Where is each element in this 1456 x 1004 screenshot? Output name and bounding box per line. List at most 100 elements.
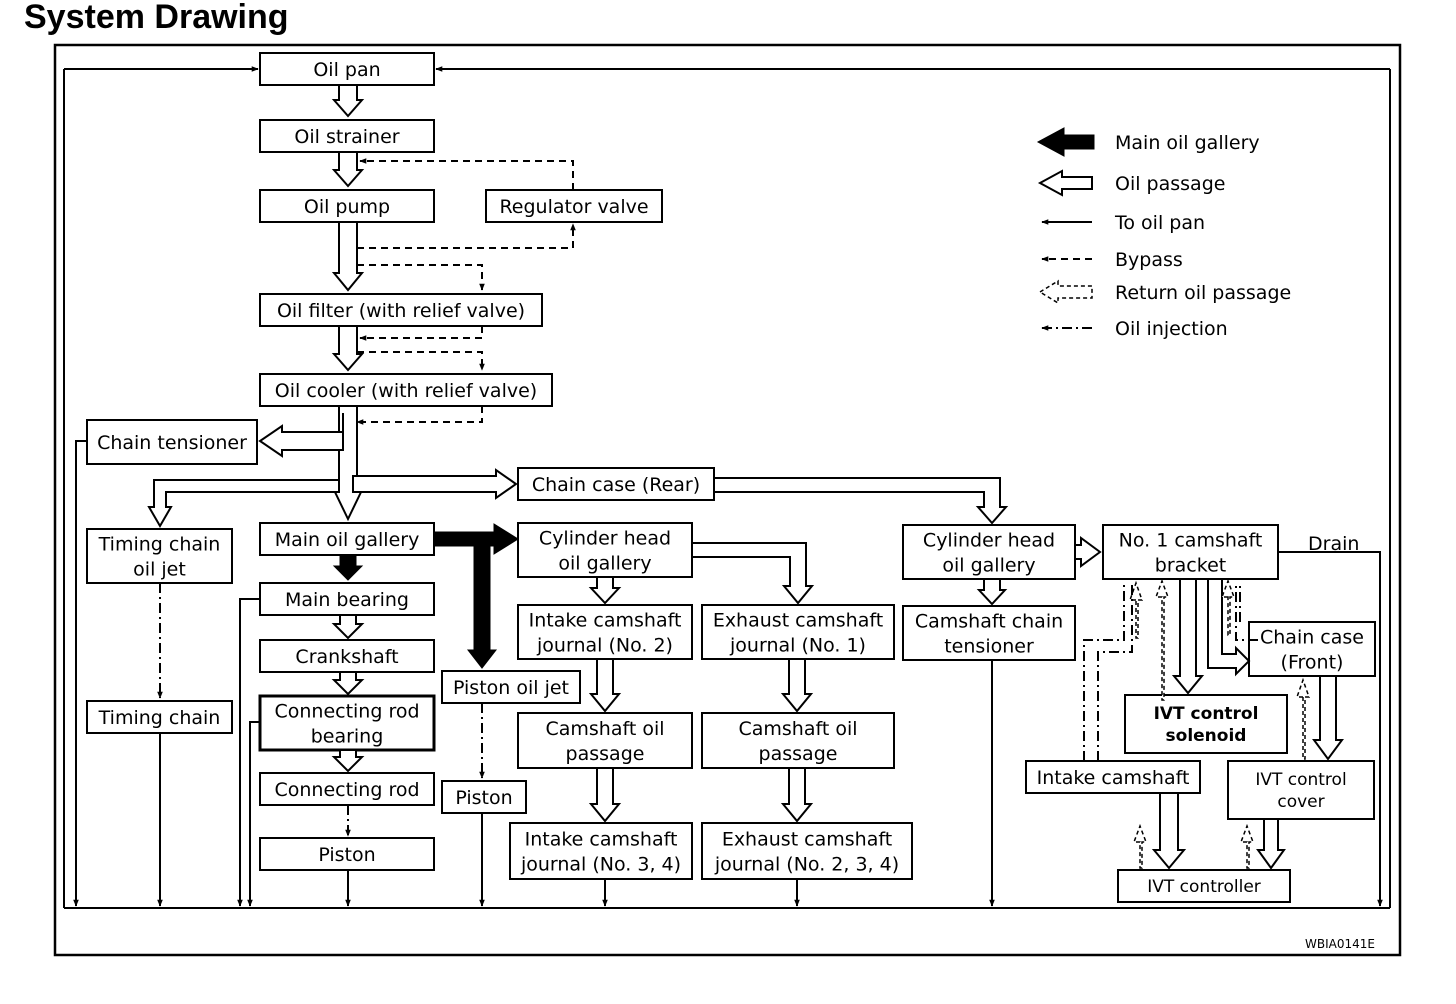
legend-label-to-oil-pan: To oil pan [1114,212,1205,234]
box-label: Exhaust camshaft [713,610,883,632]
outer-frame [53,43,1402,957]
box-label: IVT control [1255,770,1346,790]
chain-tensioner-box: Chain tensioner [86,419,258,465]
ivt-controller-box: IVT controller [1117,869,1291,903]
oil-filter-box: Oil filter (with relief valve) [259,293,543,327]
box-label: Oil filter (with relief valve) [277,300,525,322]
box-label: Oil strainer [294,126,399,148]
legend-label-bypass: Bypass [1115,249,1183,271]
box-label: Cylinder head [923,530,1055,552]
box-label: Timing chain [98,707,221,729]
flow-arrows [147,84,1344,870]
box-label: Chain case (Rear) [532,474,700,496]
box-label: journal (No. 2) [536,634,673,656]
box-label: Camshaft chain [915,611,1063,633]
box-label: Intake camshaft [525,829,678,851]
legend-label-oil-injection: Oil injection [1115,318,1228,340]
to-oil-pan-lines [73,440,1383,907]
oil-pump-box: Oil pump [259,189,435,223]
bypass-lines [157,158,576,779]
box-label: Regulator valve [499,196,648,218]
box-label: tensioner [944,635,1034,657]
crankshaft-box: Crankshaft [259,639,435,673]
piston-lower-box: Piston [259,837,435,871]
box-label: Piston [455,787,512,809]
box-label: oil gallery [558,552,651,574]
return-passage-arrows [1083,578,1311,869]
oil-pan-box: Oil pan [259,52,435,86]
box-label: Exhaust camshaft [722,829,892,851]
box-label: IVT controller [1147,877,1261,897]
box-label: journal (No. 1) [729,634,866,656]
piston-oil-jet-box: Piston oil jet [441,670,581,704]
legend-label-oil-passage: Oil passage [1115,173,1225,195]
box-label: Oil pan [313,59,380,81]
box-label: Main bearing [285,589,409,611]
connecting-rod-box: Connecting rod [259,772,435,806]
box-label: bracket [1155,554,1226,576]
box-label: Camshaft oil [738,718,857,740]
oil-cooler-box: Oil cooler (with relief valve) [259,373,553,407]
box-label: oil gallery [942,554,1035,576]
hollow-arrow-icon [1037,169,1093,197]
page-title: System Drawing [24,0,289,36]
box-label: Cylinder head [539,528,671,550]
box-label: Chain case [1260,627,1364,649]
box-label: IVT control [1154,704,1259,724]
box-label: solenoid [1166,726,1247,746]
box-label: Piston [318,844,375,866]
box-label: No. 1 camshaft [1119,530,1263,552]
box-label: Connecting rod [274,779,419,801]
drain-label: Drain [1308,533,1359,555]
piston-mid-box: Piston [441,780,527,814]
box-label: Crankshaft [295,646,398,668]
box-label: journal (No. 2, 3, 4) [714,853,899,875]
chain-case-rear-box: Chain case (Rear) [517,467,715,501]
box-label: Intake camshaft [1037,767,1190,789]
solid-arrow-icon [1036,127,1095,157]
box-label: bearing [311,725,384,747]
box-label: Connecting rod [274,701,419,723]
camshaft-oil-passage-2-box: Camshaft oil passage [701,712,895,769]
timing-chain-box: Timing chain [86,700,233,734]
oil-strainer-box: Oil strainer [259,119,435,153]
return-lines [63,66,1391,909]
box-label: journal (No. 3, 4) [520,853,681,875]
legend-label-return-oil-passage: Return oil passage [1115,282,1291,304]
box-label: Piston oil jet [453,677,569,699]
box-label: oil jet [133,558,186,580]
box-label: passage [759,743,838,765]
regulator-valve-box: Regulator valve [485,189,663,223]
chain-case-front-box: Chain case(Front) [1248,621,1376,677]
box-label: Camshaft oil [545,718,664,740]
intake-camshaft-box: Intake camshaft [1025,760,1201,794]
box-label: Oil pump [304,196,390,218]
box-label: Oil cooler (with relief valve) [275,380,537,402]
box-label: Intake camshaft [529,610,682,632]
box-label: cover [1277,792,1324,812]
main-bearing-box: Main bearing [259,582,435,616]
box-label: passage [566,743,645,765]
legend-label-main-oil-gallery: Main oil gallery [1115,132,1260,154]
diagram-code: WBIA0141E [1305,937,1375,951]
camshaft-oil-passage-1-box: Camshaft oil passage [517,712,693,769]
box-label: (Front) [1281,651,1344,673]
box-label: Chain tensioner [97,432,247,454]
main-oil-gallery-box: Main oil gallery [259,522,435,556]
box-label: Timing chain [98,534,221,556]
legend: Main oil gallery Oil passage To oil pan … [1036,127,1291,340]
dashed-hollow-arrow-icon [1038,279,1093,305]
